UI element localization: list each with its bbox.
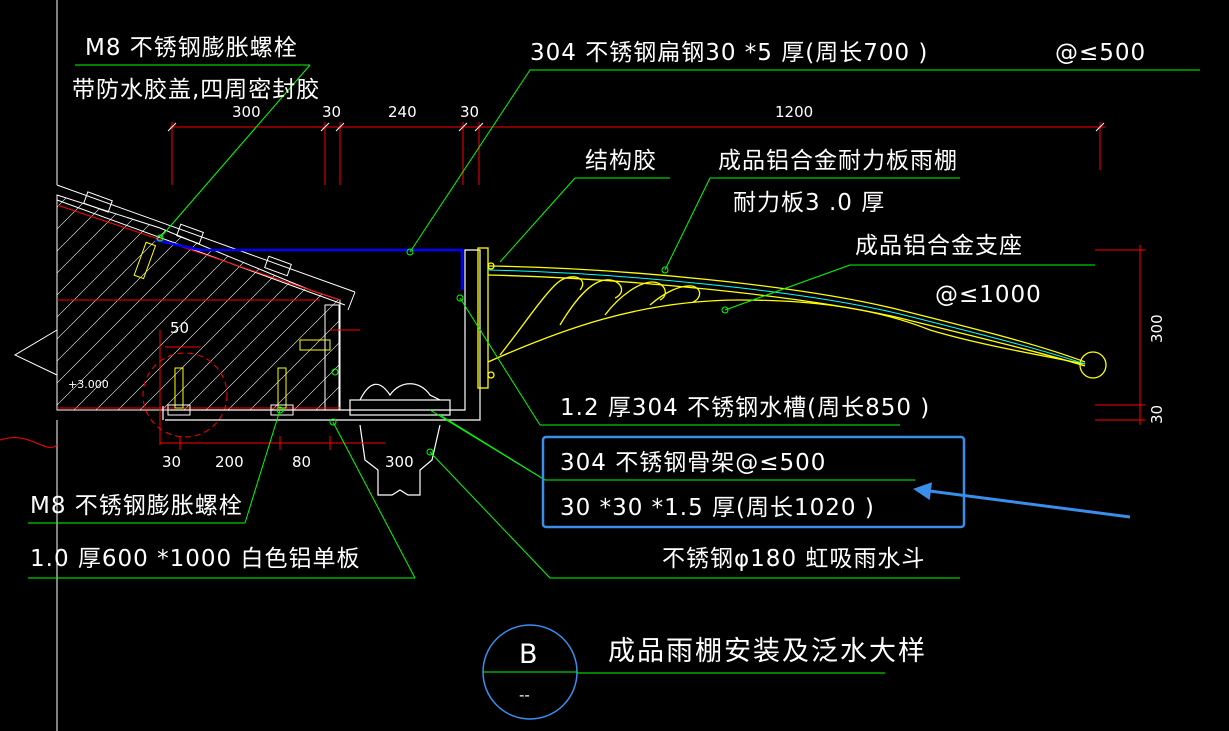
dim-top-30b: 30 <box>460 103 479 121</box>
dim-right-300: 300 <box>1148 314 1166 343</box>
dim-bottom-200: 200 <box>215 453 244 471</box>
label-frame-1: 304 不锈钢骨架@≤500 <box>560 450 826 476</box>
label-flat-steel: 304 不锈钢扁钢30 *5 厚(周长700 ) <box>530 40 928 66</box>
dim-top-1200: 1200 <box>775 103 813 121</box>
leader-lines <box>28 64 1200 579</box>
dim-top-30a: 30 <box>322 103 341 121</box>
dim-right-30: 30 <box>1148 405 1166 424</box>
label-drain: 不锈钢φ180 虹吸雨水斗 <box>662 546 925 572</box>
aluminum-canopy <box>477 247 1107 389</box>
label-bolt-bottom: M8 不锈钢膨胀螺栓 <box>30 493 243 519</box>
dim-bottom-300: 300 <box>385 453 414 471</box>
detail-bubble-letter: B <box>519 639 538 670</box>
label-bolt-top-1: M8 不锈钢膨胀螺栓 <box>85 35 298 61</box>
label-spacing-1000: @≤1000 <box>935 282 1042 308</box>
anchor-plates <box>167 404 294 416</box>
dimension-ticks-top <box>167 122 1105 132</box>
highlight-arrow <box>913 482 1131 519</box>
detail-bubble-sheet: -- <box>519 686 530 704</box>
highlight-box <box>541 435 966 529</box>
red-structure-lines <box>0 204 360 448</box>
dim-bottom-80: 80 <box>292 453 311 471</box>
dimension-chain-top <box>170 122 1105 185</box>
label-frame-2: 30 *30 *1.5 厚(周长1020 ) <box>560 495 875 521</box>
dimension-right <box>1095 245 1145 425</box>
canopy-board-cyan <box>487 269 1086 365</box>
label-spacing-500: @≤500 <box>1055 40 1146 66</box>
label-board: 耐力板3 .0 厚 <box>733 190 885 216</box>
label-gutter: 1.2 厚304 不锈钢水槽(周长850 ) <box>560 395 930 421</box>
label-elevation: +3.000 <box>68 378 109 391</box>
label-bolt-top-2: 带防水胶盖,四周密封胶 <box>72 77 320 103</box>
label-bracket: 成品铝合金支座 <box>855 233 1023 259</box>
stainless-gutter <box>162 249 481 496</box>
dim-top-300: 300 <box>232 103 261 121</box>
detail-bubble <box>482 624 885 720</box>
dim-top-240: 240 <box>388 103 417 121</box>
detail-title: 成品雨棚安装及泛水大样 <box>608 636 927 667</box>
label-canopy: 成品铝合金耐力板雨棚 <box>718 148 958 174</box>
dimension-chain-bottom <box>160 346 385 450</box>
wall-structure <box>13 0 356 731</box>
label-panel: 1.0 厚600 *1000 白色铝单板 <box>30 546 360 572</box>
dim-bottom-30: 30 <box>162 453 181 471</box>
flat-steel-304 <box>154 238 464 290</box>
leader-dots <box>156 234 729 456</box>
label-struct-glue: 结构胶 <box>585 148 657 174</box>
dim-small-50: 50 <box>170 319 189 337</box>
